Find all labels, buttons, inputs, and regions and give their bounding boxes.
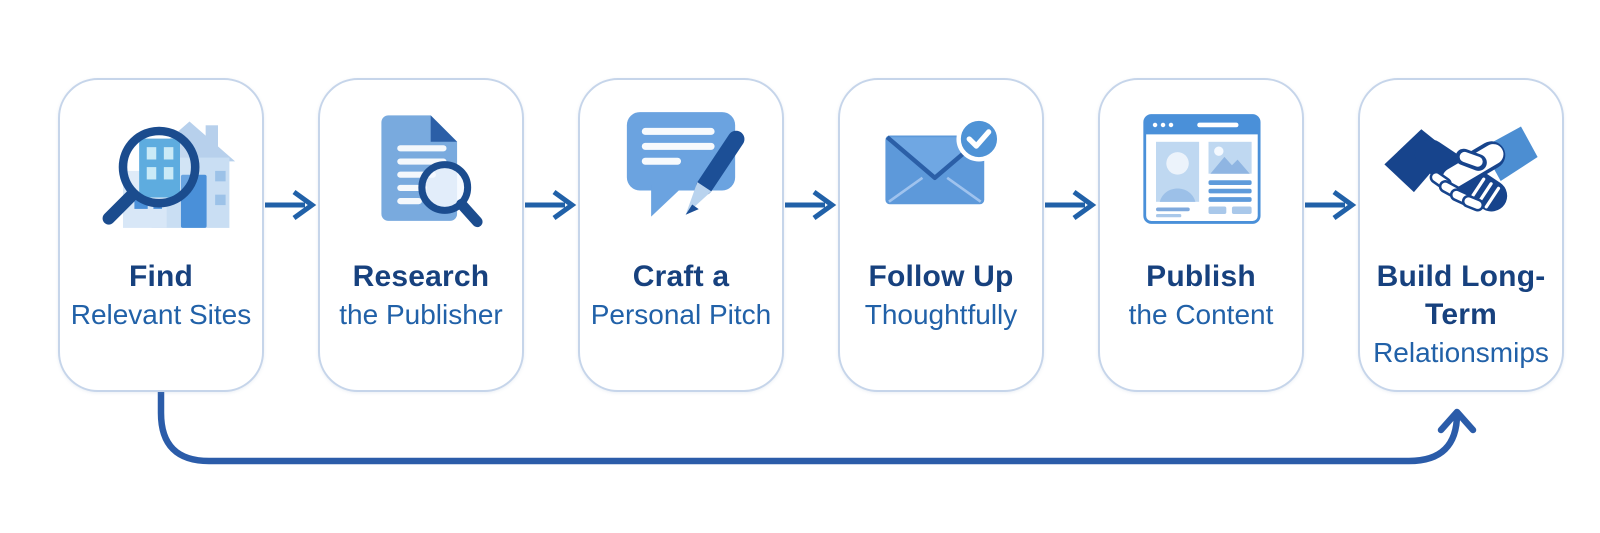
step-card-build-relationships: Build Long- Term Relationsmips [1358,78,1564,392]
step-title: Research [352,260,490,293]
envelope-check-icon [840,92,1042,246]
step-subtitle: the Content [1128,299,1274,330]
step-card-find-relevant-sites: Find Relevant Sites [58,78,264,392]
step-card-follow-up: Follow Up Thoughtfully [838,78,1044,392]
step-title-line-2: Term [1425,298,1497,331]
flow-arrow-1 [265,189,317,221]
handshake-icon [1360,92,1562,246]
step-title: Craft a [632,260,730,293]
flow-arrow-4 [1045,189,1097,221]
flow-arrow-2 [525,189,577,221]
magnifier-buildings-icon [60,92,262,246]
flow-arrow-5 [1305,189,1357,221]
speech-bubble-pencil-icon [580,92,782,246]
step-title: Publish [1146,260,1256,293]
step-subtitle: Relationsmips [1373,337,1549,368]
feedback-arrowhead-icon [1437,408,1477,434]
document-magnifier-icon [320,92,522,246]
step-card-publish-content: Publish the Content [1098,78,1304,392]
step-subtitle: Personal Pitch [590,299,772,330]
step-title: Find [128,260,194,293]
step-card-craft-pitch: Craft a Personal Pitch [578,78,784,392]
step-title: Follow Up [868,260,1014,293]
step-subtitle: Relevant Sites [70,299,252,330]
step-card-research-publisher: Research the Publisher [318,78,524,392]
step-title-line-1: Build Long- [1376,260,1546,293]
browser-article-icon [1100,92,1302,246]
step-subtitle: the Publisher [339,299,503,330]
flow-arrow-3 [785,189,837,221]
step-subtitle: Thoughtfully [864,299,1018,330]
